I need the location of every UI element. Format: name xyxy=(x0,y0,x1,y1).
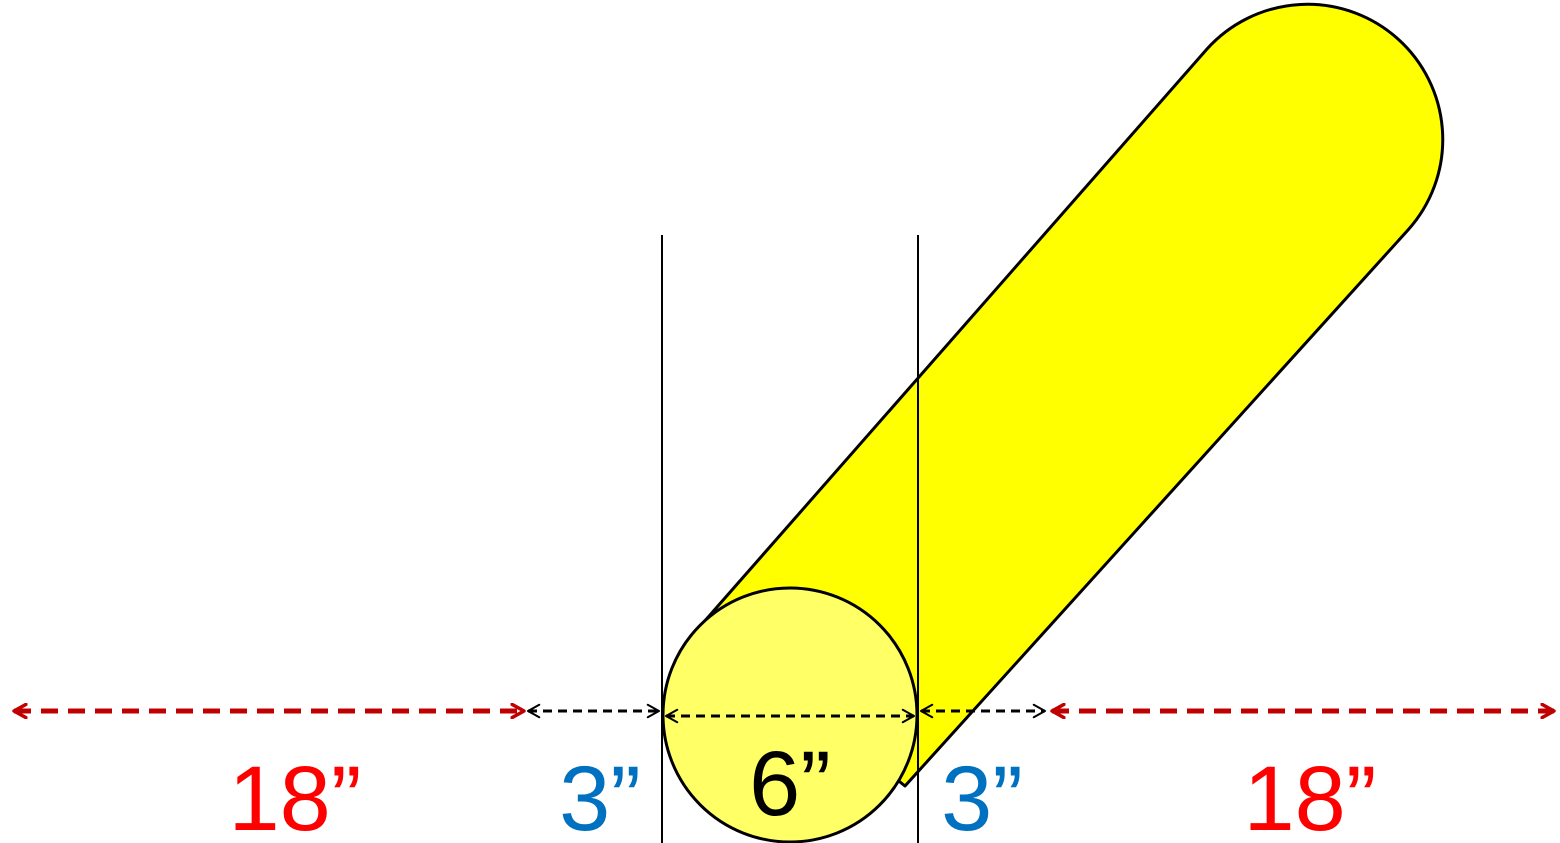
left-inner-dimension-label: 3” xyxy=(559,748,641,843)
cylinder-body xyxy=(701,2,1445,788)
right-outer-dimension-label: 18” xyxy=(1244,748,1377,843)
right-inner-dimension-label: 3” xyxy=(941,748,1023,843)
left-outer-dimension-label: 18” xyxy=(229,748,362,843)
diameter-label: 6” xyxy=(749,733,831,835)
